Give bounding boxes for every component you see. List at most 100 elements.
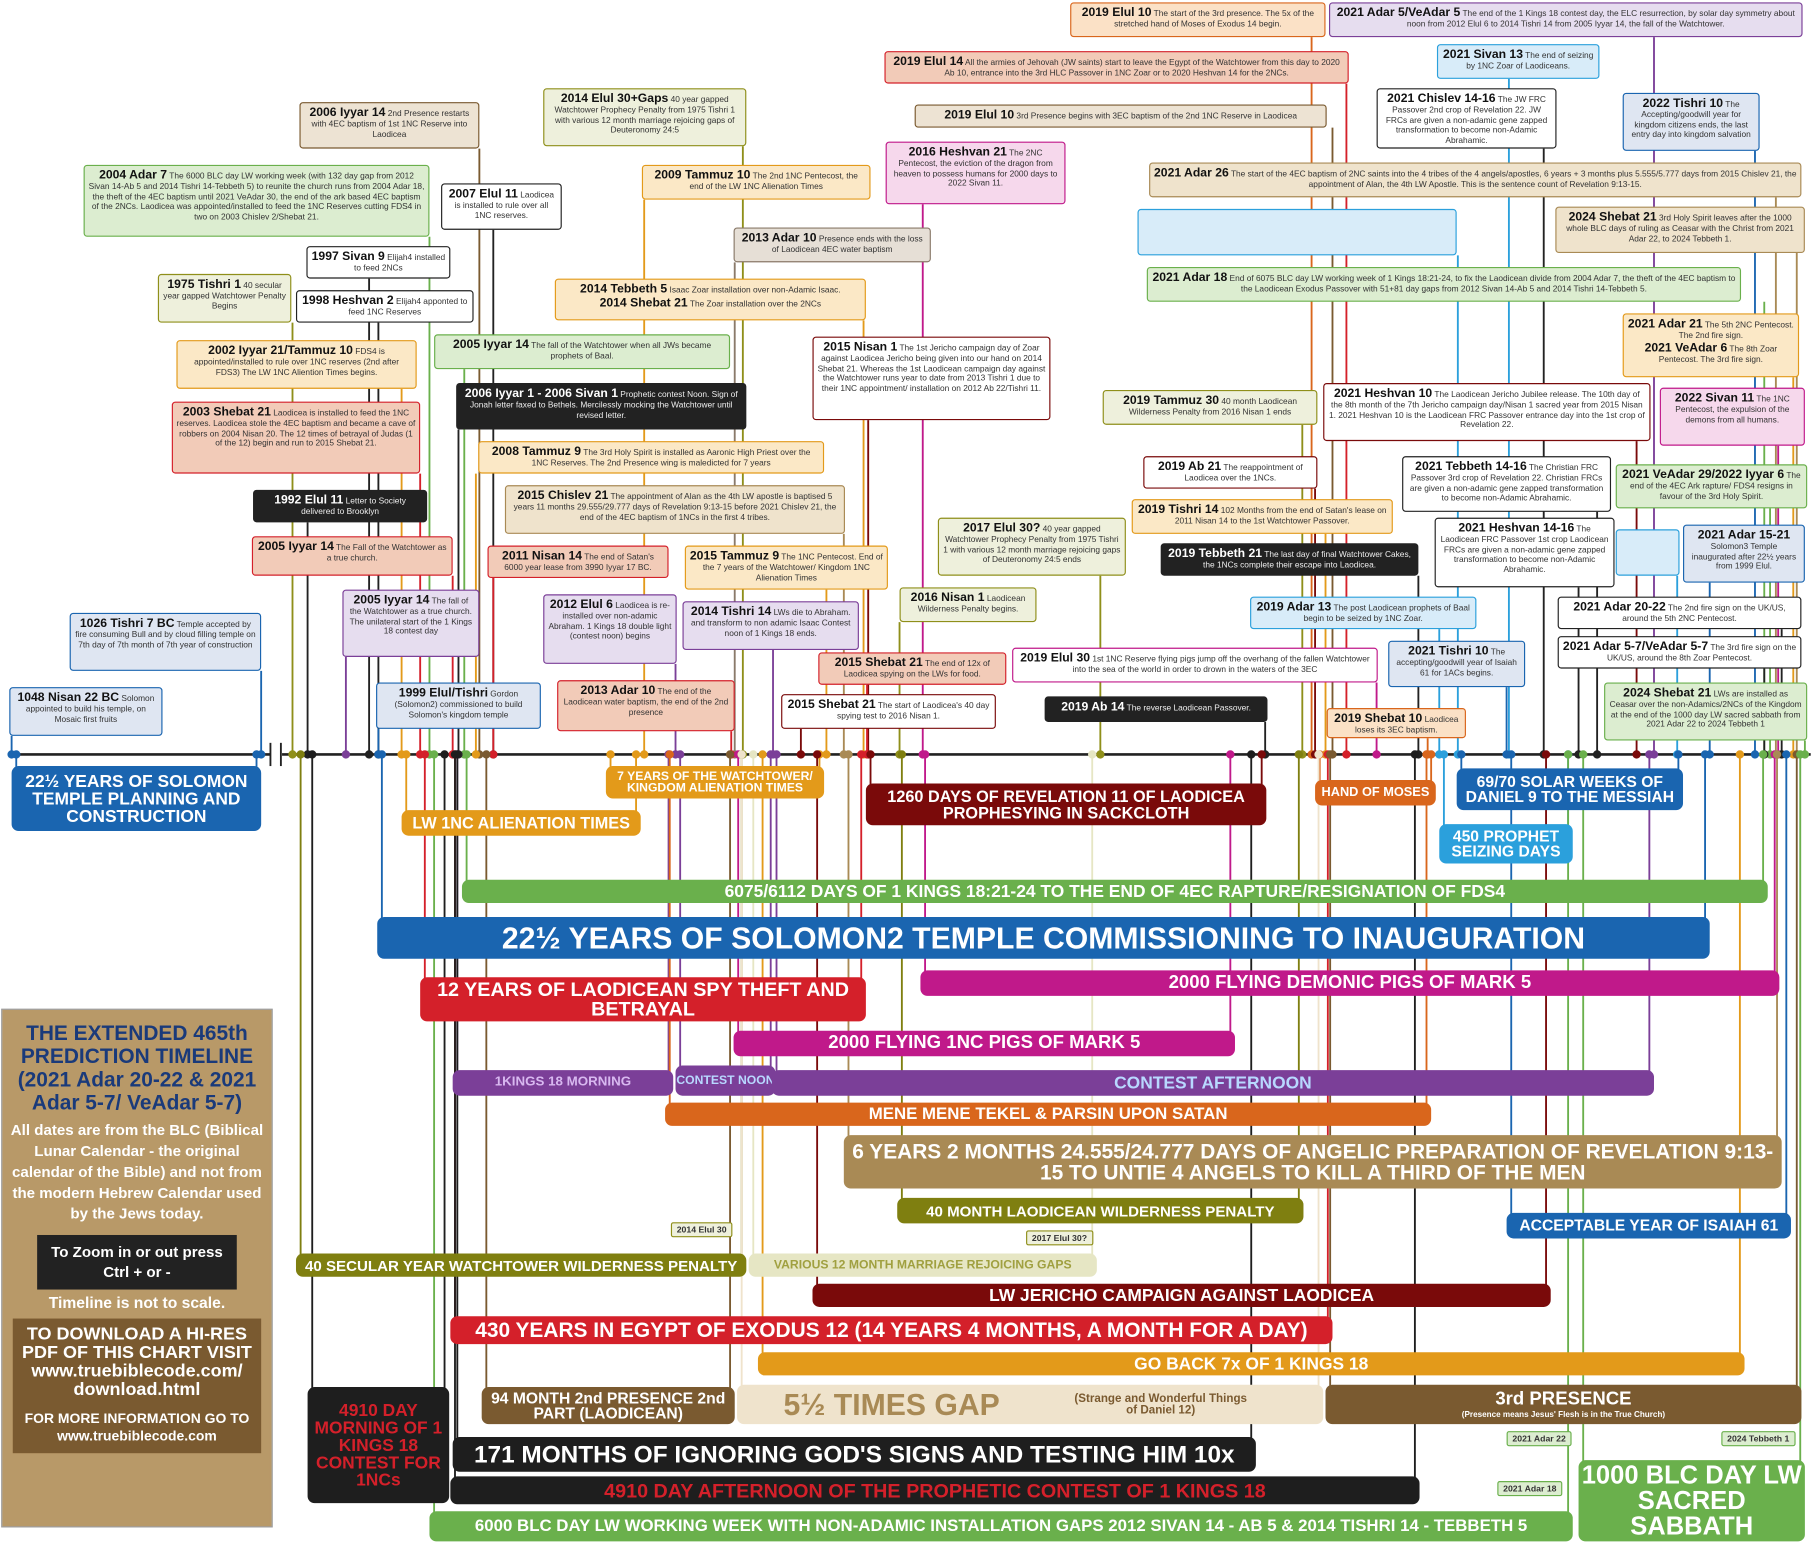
period-label: 4910 DAY AFTERNOON OF THE PROPHETIC CONT… xyxy=(604,1479,1266,1502)
event-description: The reverse Laodicean Passover. xyxy=(1126,702,1251,713)
timeline-date-dot[interactable] xyxy=(737,750,746,759)
period-label: 1260 DAYS OF REVELATION 11 OF LAODICEA P… xyxy=(887,786,1245,822)
event-box: 2021 Sivan 13 The end of seizing by 1NC … xyxy=(1436,44,1600,79)
timeline-date-dot[interactable] xyxy=(308,750,317,759)
timeline-date-dot[interactable] xyxy=(1632,750,1641,759)
timeline-date-dot[interactable] xyxy=(1314,750,1323,759)
timeline-date-dot[interactable] xyxy=(766,750,775,759)
timeline-date-dot[interactable] xyxy=(420,750,429,759)
event-box: 2022 Sivan 11 The 1NC Pentecost, the exp… xyxy=(1659,387,1805,446)
timeline-date-dot[interactable] xyxy=(471,750,481,759)
timeline-date-dot[interactable] xyxy=(631,750,641,759)
timeline-date-dot[interactable] xyxy=(1772,750,1782,759)
period-bar: 1000 BLC DAY LW SACRED SABBATH xyxy=(1578,1460,1805,1542)
event-box: 1997 Sivan 9 Elijah4 installed to feed 2… xyxy=(306,246,451,279)
timeline-date-dot[interactable] xyxy=(1645,750,1654,759)
period-label: 4910 DAY MORNING OF 1 KINGS 18 CONTEST F… xyxy=(314,1400,443,1490)
timeline-date-dot[interactable] xyxy=(812,750,822,759)
timeline-date-dot[interactable] xyxy=(796,750,806,759)
timeline-date-dot[interactable] xyxy=(1758,750,1768,759)
timeline-date-dot[interactable] xyxy=(897,750,907,759)
timeline-date-dot[interactable] xyxy=(402,750,411,759)
timeline-date-dot[interactable] xyxy=(1096,750,1105,759)
timeline-date-dot[interactable] xyxy=(749,750,758,759)
timeline-date-dot[interactable] xyxy=(462,750,471,759)
event-description: The 2nd fire sign on the UK/US, around t… xyxy=(1622,602,1786,624)
date-tag: 2021 Adar 18 xyxy=(1497,1481,1563,1497)
event-description: LWs die to Abraham. and transform to non… xyxy=(690,607,851,639)
event-description: The start of Laodicea's 40 day spying te… xyxy=(837,699,990,722)
timeline-date-dot[interactable] xyxy=(640,750,649,759)
timeline-date-dot[interactable] xyxy=(857,750,866,759)
timeline-date-dot[interactable] xyxy=(296,750,305,759)
event-date: 2013 Adar 10 xyxy=(580,683,656,698)
timeline-date-dot[interactable] xyxy=(1541,750,1551,759)
timeline-date-dot[interactable] xyxy=(1735,750,1745,759)
timeline-date-dot[interactable] xyxy=(1674,750,1683,759)
timeline-date-dot[interactable] xyxy=(1507,750,1516,759)
timeline-date-dot[interactable] xyxy=(1796,750,1805,759)
timeline-date-dot[interactable] xyxy=(675,750,685,759)
event-description: The end of 12x of Laodicea spying on the… xyxy=(843,658,990,680)
event-date: 2022 Tishri 10 xyxy=(1642,96,1724,111)
timeline-date-dot[interactable] xyxy=(1226,750,1235,759)
event-date: 2021 Adar 15-21 xyxy=(1697,528,1791,543)
timeline-date-dot[interactable] xyxy=(252,750,261,759)
timeline-date-dot[interactable] xyxy=(12,750,21,759)
timeline-date-dot[interactable] xyxy=(489,750,498,759)
timeline-date-dot[interactable] xyxy=(1372,750,1381,759)
timeline-date-dot[interactable] xyxy=(1342,750,1351,759)
period-bar: ACCEPTABLE YEAR OF ISAIAH 61 xyxy=(1506,1212,1791,1239)
timeline-date-dot[interactable] xyxy=(1410,750,1420,759)
period-bar: 6000 BLC DAY LW WORKING WEEK WITH NON-AD… xyxy=(429,1511,1573,1542)
timeline-date-dot[interactable] xyxy=(429,750,439,759)
timeline-date-dot[interactable] xyxy=(606,750,615,759)
timeline-date-dot[interactable] xyxy=(450,750,460,759)
timeline-date-dot[interactable] xyxy=(1457,750,1466,759)
event-date: 2005 Iyyar 14 xyxy=(257,539,334,554)
timeline-date-dot[interactable] xyxy=(1592,750,1602,759)
event-box: 2008 Tammuz 9 The 3rd Holy Spirit is ins… xyxy=(478,441,825,474)
timeline-date-dot[interactable] xyxy=(440,750,449,759)
event-box: 2013 Adar 10 The end of the Laodicean wa… xyxy=(557,680,735,732)
download-link[interactable]: TO DOWNLOAD A HI-RES PDF OF THIS CHART V… xyxy=(22,1323,252,1401)
timeline-date-dot[interactable] xyxy=(1750,750,1760,759)
timeline-date-dot[interactable] xyxy=(665,750,674,759)
more-info-link[interactable]: FOR MORE INFORMATION GO TO www.truebible… xyxy=(24,1409,250,1445)
timeline-date-dot[interactable] xyxy=(1782,750,1791,759)
timeline-date-dot[interactable] xyxy=(288,750,297,759)
download-box: TO DOWNLOAD A HI-RES PDF OF THIS CHART V… xyxy=(12,1318,262,1454)
timeline-date-dot[interactable] xyxy=(866,750,875,759)
event-description: Laodicea is installed to rule over all 1… xyxy=(454,189,555,221)
event-box: 2019 Tishri 14 102 Months from the end o… xyxy=(1131,499,1393,534)
timeline-date-dot[interactable] xyxy=(1422,750,1431,759)
timeline-date-dot[interactable] xyxy=(1439,750,1449,759)
timeline-date-dot[interactable] xyxy=(1700,750,1710,759)
timeline-date-dot[interactable] xyxy=(725,750,735,759)
timeline-date-dot[interactable] xyxy=(920,750,930,759)
event-description: The 3rd fire sign on the UK/US, around t… xyxy=(1606,641,1797,664)
timeline-date-dot[interactable] xyxy=(844,750,853,759)
timeline-date-dot[interactable] xyxy=(772,750,781,759)
timeline-date-dot[interactable] xyxy=(1088,750,1097,759)
event-box: 2024 Shebat 21 LWs are installed as Ceas… xyxy=(1604,682,1808,741)
timeline-date-dot[interactable] xyxy=(758,750,767,759)
event-box: 2022 Tishri 10 The Accepting/goodwill ye… xyxy=(1622,92,1760,151)
timeline-date-dot[interactable] xyxy=(822,750,831,759)
period-label: 12 YEARS OF LAODICEAN SPY THEFT AND BETR… xyxy=(437,978,849,1021)
timeline-date-dot[interactable] xyxy=(341,750,351,759)
timeline-date-dot[interactable] xyxy=(1257,750,1266,759)
timeline-date-dot[interactable] xyxy=(1325,750,1335,759)
timeline-date-dot[interactable] xyxy=(1563,750,1573,759)
period-bar: 1KINGS 18 MORNING xyxy=(452,1070,674,1096)
event-date: 2021 VeAdar 29/2022 Iyyar 6 xyxy=(1622,467,1785,482)
timeline-date-dot[interactable] xyxy=(1294,750,1304,759)
timeline-date-dot[interactable] xyxy=(377,750,387,759)
timeline-date-dot[interactable] xyxy=(482,750,491,759)
timeline-date-dot[interactable] xyxy=(364,750,374,759)
timeline-date-dot[interactable] xyxy=(1247,750,1256,759)
event-date: 2021 Adar 18 xyxy=(1152,270,1228,285)
event-box: 1975 Tishri 1 40 secular year gapped Wat… xyxy=(157,273,292,323)
event-box: 2009 Tammuz 10 The 2nd 1NC Pentecost, th… xyxy=(641,164,871,200)
timeline-date-dot[interactable] xyxy=(1579,750,1588,759)
